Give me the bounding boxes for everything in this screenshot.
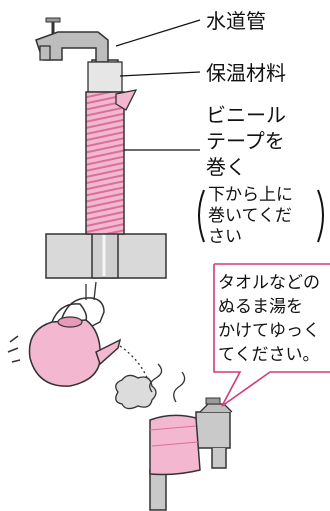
insulation-sleeve <box>87 61 123 93</box>
callout-line-1: タオルなどの <box>218 273 320 293</box>
steam-wisp-2 <box>173 371 186 403</box>
pipe-label: 水道管 <box>206 9 266 33</box>
vinyl-tape-wrap <box>85 91 125 235</box>
insulation-label: 保温材料 <box>206 61 286 85</box>
motion-lines <box>7 335 21 363</box>
insulation-leader-line <box>119 71 201 77</box>
thawing-scene <box>7 281 233 511</box>
note-paren-left <box>198 189 205 243</box>
steam-wisp-1 <box>149 363 163 393</box>
callout-line-2: ぬるま湯を <box>218 297 303 317</box>
pipe-leader-line <box>115 19 201 47</box>
callout-line-4: てください。 <box>218 345 320 365</box>
towel-faucet <box>149 397 233 511</box>
note-line-3: さい <box>208 227 242 247</box>
towel-icon <box>149 414 201 476</box>
tape-loose-end <box>115 89 138 111</box>
tape-label-line-1: ビニール <box>206 103 286 127</box>
callout-border <box>213 263 330 407</box>
water-stream <box>119 345 149 381</box>
insulated-faucet: 水道管 保温材料 ビニール テープを 巻く 下から上に 巻いてくだ さい <box>35 9 324 279</box>
note-paren-right <box>317 189 324 243</box>
tape-label-line-3: 巻く <box>206 155 246 179</box>
callout-line-3: かけてゆっく <box>218 321 320 341</box>
callout-bubble: タオルなどの ぬるま湯を かけてゆっく てください。 <box>213 263 330 407</box>
steam-puff <box>115 374 157 410</box>
note-line-1: 下から上に <box>208 185 293 205</box>
faucet-icon <box>35 17 109 63</box>
tape-label-line-2: テープを <box>206 129 285 153</box>
kettle-icon <box>28 303 122 387</box>
note-line-2: 巻いてくだ <box>208 206 292 226</box>
